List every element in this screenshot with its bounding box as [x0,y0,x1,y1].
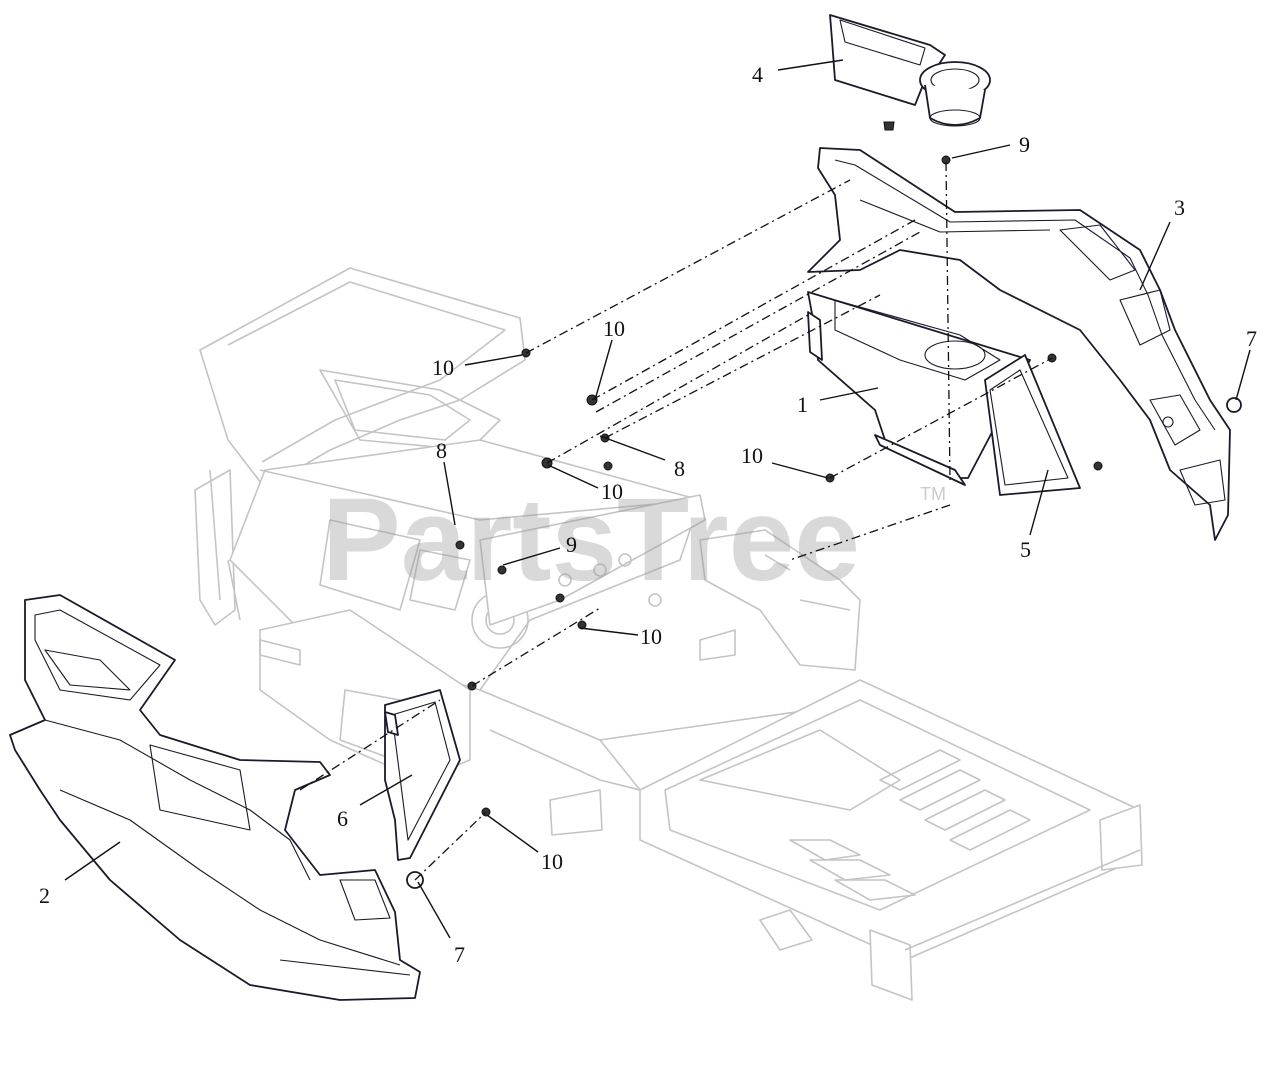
callout-4[interactable]: 4 [752,62,763,87]
callout-10[interactable]: 10 [541,849,563,874]
callout-10[interactable]: 10 [603,316,625,341]
bolt-icon [455,540,465,550]
callout-9[interactable]: 9 [1019,132,1030,157]
bolt-icon [555,593,565,603]
callout-10[interactable]: 10 [640,624,662,649]
assembly-lines [299,161,1053,881]
watermark-tm: TM [920,484,946,504]
callout-8[interactable]: 8 [674,456,685,481]
nut-icon [577,620,587,630]
callout-1[interactable]: 1 [797,392,808,417]
part-4-cupholder-tray[interactable] [829,14,991,131]
callout-10[interactable]: 10 [741,443,763,468]
part-1-console-panel[interactable] [807,291,1031,486]
callout-leaders [64,59,1251,939]
callout-2[interactable]: 2 [39,883,50,908]
part-3-right-fender[interactable] [807,147,1231,541]
callout-5[interactable]: 5 [1020,537,1031,562]
part-5-side-panel[interactable] [984,354,1081,496]
part-6-side-panel[interactable] [384,689,461,861]
callout-8[interactable]: 8 [436,438,447,463]
watermark-text: PartsTree [322,474,860,606]
callout-7[interactable]: 7 [454,942,465,967]
part-2-left-fender[interactable] [9,594,421,1001]
partstree-watermark: PartsTree TM [322,474,946,606]
cap-icon [1226,397,1242,413]
callout-labels: 4 9 3 10 10 7 1 8 8 10 10 5 9 10 6 2 10 … [39,62,1257,967]
callout-10[interactable]: 10 [432,355,454,380]
bolt-icon [603,461,613,471]
callout-6[interactable]: 6 [337,806,348,831]
bolt-icon [1093,461,1103,471]
callout-7[interactable]: 7 [1246,326,1257,351]
bolt-icon [497,565,507,575]
callout-10[interactable]: 10 [601,479,623,504]
callout-9[interactable]: 9 [566,532,577,557]
callout-3[interactable]: 3 [1174,195,1185,220]
